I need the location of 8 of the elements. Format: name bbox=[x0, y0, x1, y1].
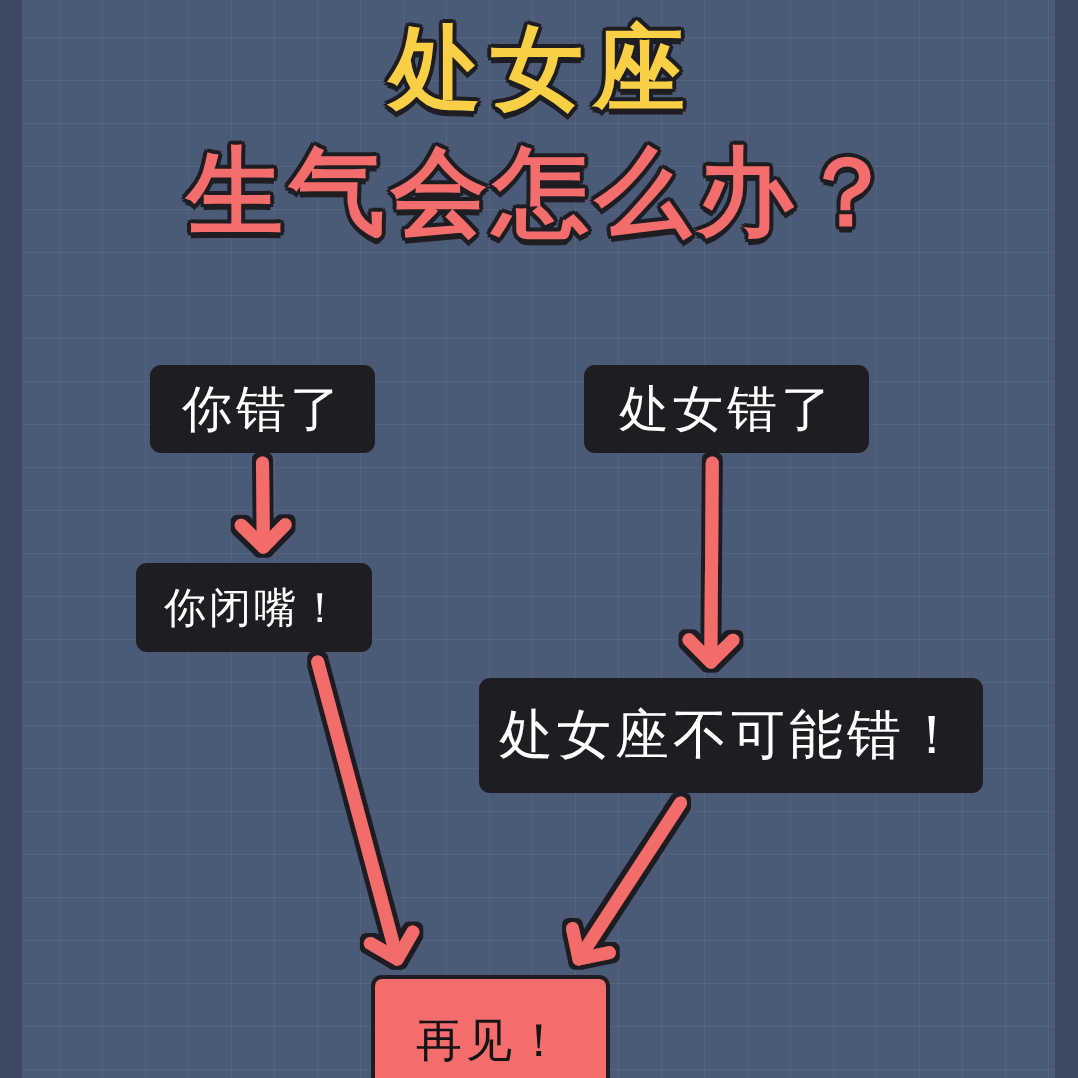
text-box: 你错了 bbox=[150, 365, 375, 453]
text-box: 处女座不可能错！ bbox=[479, 678, 983, 793]
text-box: 你闭嘴！ bbox=[136, 563, 372, 652]
text-box: 处女错了 bbox=[584, 365, 869, 453]
subtitle: 生气会怎么办？ bbox=[187, 140, 901, 246]
arrow bbox=[682, 456, 740, 669]
end-box: 再见！ bbox=[371, 975, 610, 1078]
title: 处女座 bbox=[389, 18, 695, 120]
